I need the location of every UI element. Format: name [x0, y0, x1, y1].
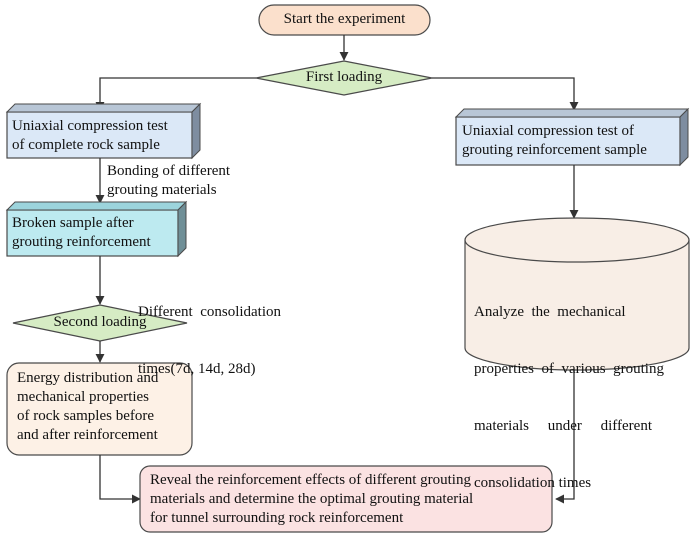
start-node-label: Start the experiment [283, 11, 406, 27]
broken-sample-label: Broken sample after grouting reinforceme… [12, 214, 151, 252]
first-loading-diamond [255, 60, 433, 96]
broken-sample-box [5, 200, 188, 258]
broken-sample-line-1: Broken sample after [12, 215, 134, 231]
consolidation-line-2: times(7d, 14d, 28d) [138, 361, 256, 377]
reveal-line-1: Reveal the reinforcement effects of diff… [150, 472, 471, 488]
uct-grouting-line-1: Uniaxial compression test of [462, 123, 635, 139]
energy-line-1: Energy distribution and [17, 370, 159, 386]
consolidation-label: Different consolidation times(7d, 14d, 2… [138, 265, 281, 417]
uct-complete-line-1: Uniaxial compression test [12, 118, 168, 134]
bonding-line-2: grouting materials [107, 182, 217, 198]
bonding-line-1: Bonding of different [107, 163, 231, 179]
reveal-line-3: for tunnel surrounding rock reinforcemen… [150, 510, 404, 526]
edge-energy-to-reveal [99, 455, 141, 504]
energy-label: Energy distribution and mechanical prope… [17, 369, 158, 445]
analyze-line-4: consolidation times [474, 475, 592, 491]
energy-line-4: and after reinforcement [17, 427, 158, 443]
energy-line-3: of rock samples before [17, 408, 155, 424]
energy-line-2: mechanical properties [17, 389, 150, 405]
consolidation-line-1: Different consolidation [138, 304, 282, 320]
second-loading-label: Second loading [53, 314, 147, 330]
uct-grouting-line-2: grouting reinforcement sample [462, 142, 647, 158]
analyze-line-2: properties of various grouting [474, 361, 664, 377]
uct-complete-line-2: of complete rock sample [12, 137, 160, 153]
analyze-label: Analyze the mechanical properties of var… [474, 265, 664, 531]
broken-sample-line-2: grouting reinforcement [12, 234, 151, 250]
analyze-cylinder [464, 217, 690, 371]
reveal-box [139, 465, 553, 533]
uct-complete-box [5, 102, 202, 160]
uct-grouting-label: Uniaxial compression test of grouting re… [462, 122, 647, 160]
analyze-line-3: materials under different [474, 418, 652, 434]
edge-analyze-to-reveal [555, 370, 575, 504]
reveal-line-2: materials and determine the optimal grou… [150, 491, 474, 507]
uct-grouting-box [454, 107, 690, 167]
bonding-label: Bonding of different grouting materials [107, 162, 230, 200]
analyze-line-1: Analyze the mechanical [474, 304, 626, 320]
reveal-label: Reveal the reinforcement effects of diff… [150, 471, 473, 528]
uct-complete-label: Uniaxial compression test of complete ro… [12, 117, 168, 155]
edge-first-loading-to-right [432, 77, 579, 111]
first-loading-label: First loading [305, 69, 383, 85]
edge-first-loading-to-left [95, 77, 256, 111]
